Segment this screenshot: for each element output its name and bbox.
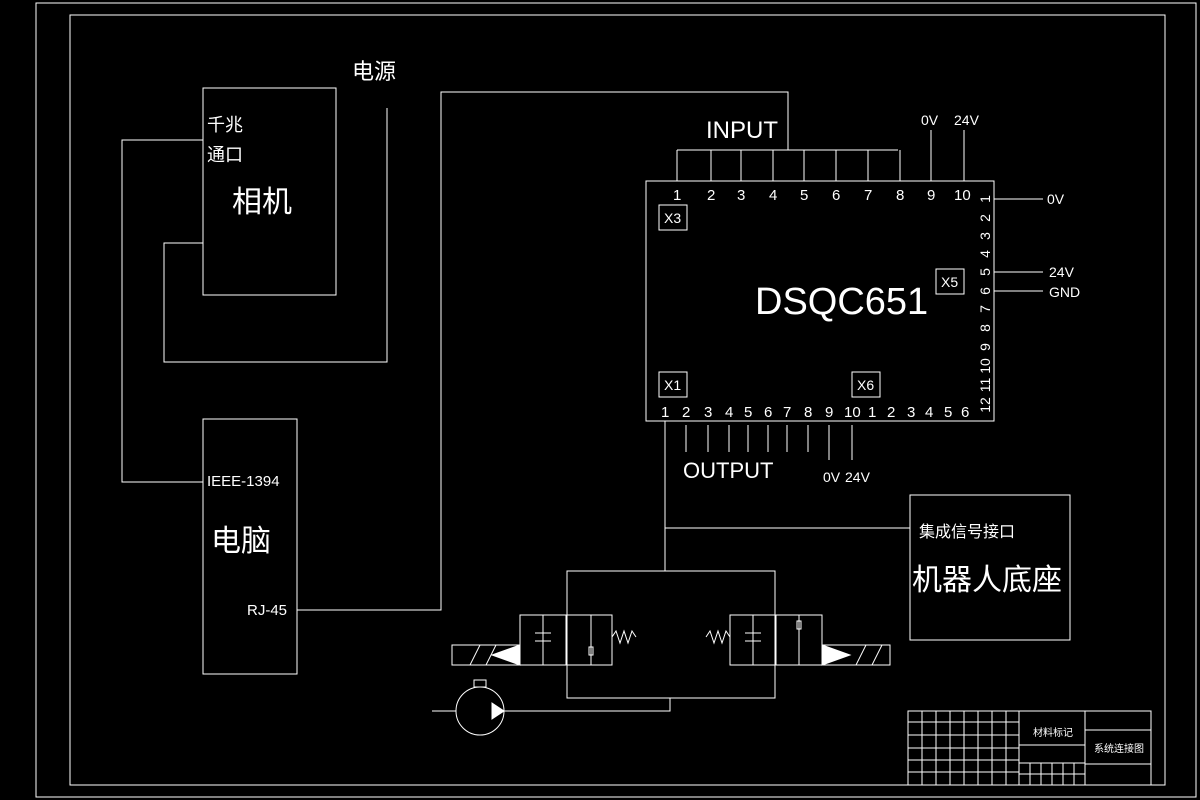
x5-pin-3: 3 xyxy=(977,232,993,240)
x5-label: X5 xyxy=(941,274,958,290)
output-label: OUTPUT xyxy=(683,458,773,483)
x6-connector xyxy=(851,371,881,398)
x3-pin-9: 9 xyxy=(927,187,935,204)
x1-pin-8: 8 xyxy=(804,404,812,421)
bottom-0v-label: 0V xyxy=(823,469,841,485)
x3-pin-7: 7 xyxy=(864,187,872,204)
title-block-material: 材料标记 xyxy=(1033,726,1073,739)
x5-gnd-label: GND xyxy=(1049,284,1080,300)
x1-pin-5: 5 xyxy=(744,404,752,421)
x3-pin-numbers: 1 2 3 4 5 6 7 8 9 10 xyxy=(673,187,971,204)
x6-pin-6: 6 xyxy=(961,404,969,421)
input-drop-lines xyxy=(676,150,901,181)
x6-label: X6 xyxy=(857,377,874,393)
x6-pin-4: 4 xyxy=(925,404,933,421)
x1-pin-9: 9 xyxy=(825,404,833,421)
x3-pin-5: 5 xyxy=(800,187,808,204)
x5-pin-12: 12 xyxy=(977,397,993,413)
dsqc651-box xyxy=(645,180,995,422)
camera-box xyxy=(202,87,337,296)
left-solenoid-valve xyxy=(451,614,637,666)
output-drop-lines xyxy=(685,425,853,460)
top-24v-label: 24V xyxy=(954,112,980,128)
x3-connector xyxy=(658,204,688,231)
x5-0v-label: 0V xyxy=(1047,191,1065,207)
x1-pin-3: 3 xyxy=(704,404,712,421)
x5-pin-5: 5 xyxy=(977,268,993,276)
x5-pin-4: 4 xyxy=(977,250,993,258)
outer-frame xyxy=(35,2,1197,798)
camera-port-line2: 通口 xyxy=(207,145,243,166)
air-pump xyxy=(432,679,671,736)
title-block: 材料标记 系统连接图 xyxy=(907,710,1152,786)
x3-pin-10: 10 xyxy=(954,187,971,204)
robot-base-label: 机器人底座 xyxy=(912,563,1062,598)
x3-pin-2: 2 xyxy=(707,187,715,204)
x3-pin-8: 8 xyxy=(896,187,904,204)
robot-base-box xyxy=(909,494,1071,641)
computer-name: 电脑 xyxy=(211,524,271,559)
x6-pin-1: 1 xyxy=(868,404,876,421)
x1-pin-7: 7 xyxy=(783,404,791,421)
camera-name: 相机 xyxy=(232,185,292,220)
input-label: INPUT xyxy=(706,117,778,144)
x1-pin-1: 1 xyxy=(661,404,669,421)
pneumatic-manifold xyxy=(566,570,776,699)
camera-port-line1: 千兆 xyxy=(207,115,243,136)
x5-connector xyxy=(935,268,965,295)
x1-connector xyxy=(658,371,688,398)
camera-computer-wire xyxy=(121,139,203,483)
computer-port-1394: IEEE-1394 xyxy=(207,473,280,490)
x5-pin-7: 7 xyxy=(977,305,993,313)
x1-label: X1 xyxy=(664,377,681,393)
robot-interface-label: 集成信号接口 xyxy=(919,522,1015,541)
bottom-24v-label: 24V xyxy=(845,469,871,485)
x3-label: X3 xyxy=(664,210,681,226)
x3-pin-3: 3 xyxy=(737,187,745,204)
x1-pin-4: 4 xyxy=(725,404,733,421)
x5-pin-1: 1 xyxy=(977,195,993,203)
x1-pin-6: 6 xyxy=(764,404,772,421)
x5-pin-8: 8 xyxy=(977,324,993,332)
top-0v-label: 0V xyxy=(921,112,939,128)
x6-pin-2: 2 xyxy=(887,404,895,421)
x5-pin-10: 10 xyxy=(977,358,993,374)
computer-box xyxy=(202,418,298,675)
inner-frame xyxy=(69,14,1166,786)
dsqc651-name: DSQC651 xyxy=(755,281,928,323)
x3-pin-6: 6 xyxy=(832,187,840,204)
title-block-drawing-name: 系统连接图 xyxy=(1094,742,1144,755)
x5-24v-label: 24V xyxy=(1049,264,1075,280)
right-solenoid-valve xyxy=(705,614,891,666)
power-label: 电源 xyxy=(352,60,396,85)
x5-pin-11: 11 xyxy=(977,378,993,393)
x3-pin-1: 1 xyxy=(673,187,681,204)
x5-pin-9: 9 xyxy=(977,343,993,351)
rj45-input-wire xyxy=(297,91,789,611)
x5-pin-2: 2 xyxy=(977,214,993,222)
x6-pin-5: 5 xyxy=(944,404,952,421)
x5-pin-6: 6 xyxy=(977,287,993,295)
computer-port-rj45: RJ-45 xyxy=(247,602,287,619)
power-wire xyxy=(163,108,388,363)
x1-pin-10: 10 xyxy=(844,404,861,421)
x3-pin-4: 4 xyxy=(769,187,777,204)
x1-pin-2: 2 xyxy=(682,404,690,421)
x6-pin-3: 3 xyxy=(907,404,915,421)
